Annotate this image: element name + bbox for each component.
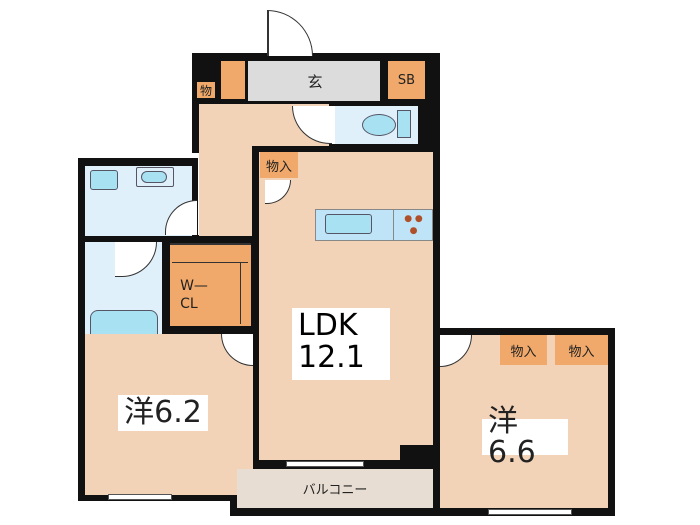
ldk-label: LDK 12.1 (292, 308, 390, 380)
genkan (248, 61, 380, 101)
window-western-1[interactable] (108, 494, 172, 500)
ldk-storage: 物入 (260, 152, 298, 178)
western-room-1-label: 洋6.2 (118, 395, 208, 431)
hallway-lower (199, 104, 252, 236)
walk-in-closet-label: W— CL (180, 277, 208, 312)
western-room-2-label: 洋6.6 (482, 405, 568, 468)
shoe-box: SB (388, 61, 425, 99)
ldk-size: 12.1 (298, 339, 365, 375)
walk-in-closet (170, 243, 251, 326)
window-western-2[interactable] (488, 509, 572, 515)
stove-icon: ● ●● (393, 209, 433, 241)
balcony: バルコニー (237, 469, 433, 508)
toilet-tank-icon (397, 110, 411, 138)
ldk (259, 152, 433, 460)
storage-b: 物入 (555, 335, 608, 365)
toilet-icon (362, 114, 396, 136)
ldk-name: LDK (298, 308, 358, 343)
washing-machine-icon (90, 170, 118, 190)
ldk-pillar (400, 445, 433, 463)
kitchen-sink-icon (325, 214, 372, 234)
storage-a: 物入 (500, 335, 547, 365)
entry-door[interactable] (267, 10, 313, 56)
window-balcony[interactable] (286, 461, 364, 467)
storage-small (221, 61, 245, 99)
washbasin-icon (141, 171, 167, 183)
hanger-rail-vertical (240, 262, 241, 324)
hanger-rail (172, 262, 248, 263)
storage-small-label: 物 (197, 82, 215, 98)
genkan-label: 玄 (307, 72, 323, 91)
